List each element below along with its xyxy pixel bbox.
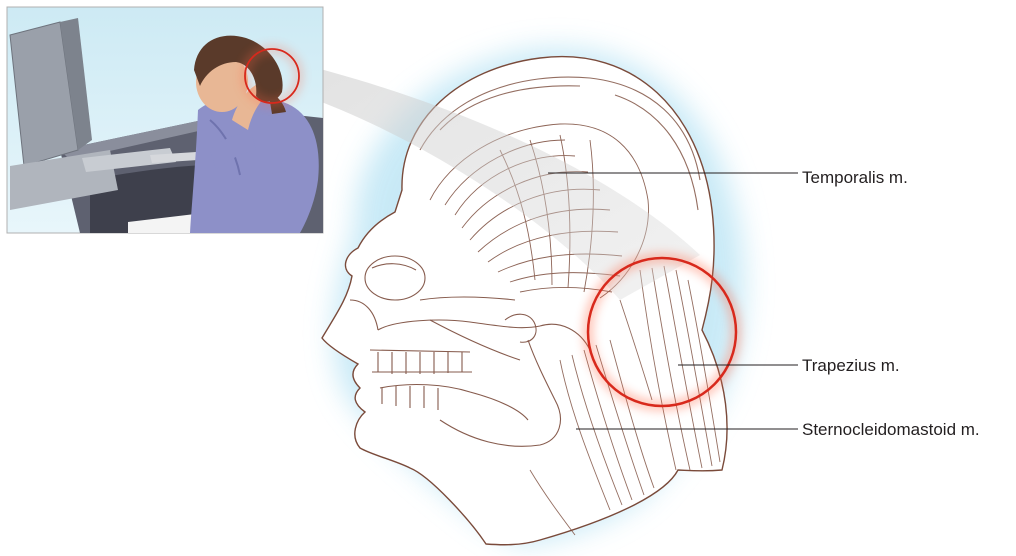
- label-temporalis: Temporalis m.: [802, 168, 908, 188]
- label-sternocleidomastoid: Sternocleidomastoid m.: [802, 420, 980, 440]
- inset-scene: [7, 7, 323, 233]
- label-trapezius: Trapezius m.: [802, 356, 900, 376]
